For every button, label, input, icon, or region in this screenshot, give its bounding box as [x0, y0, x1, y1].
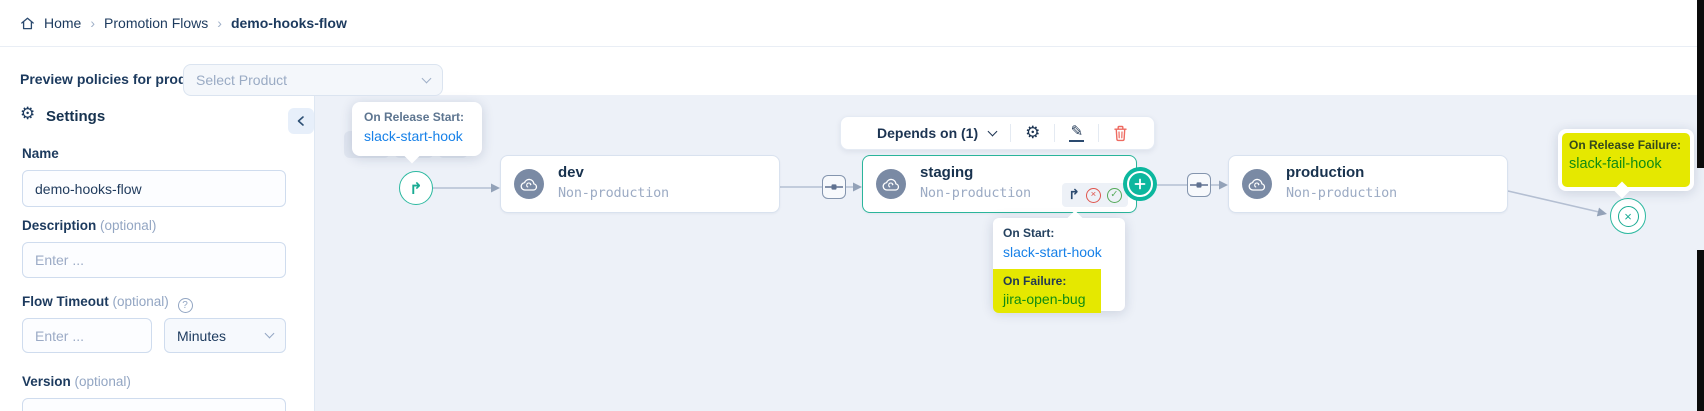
home-icon: [21, 17, 34, 29]
toolbar-divider: [1054, 124, 1056, 142]
failure-hook-highlight: On Failure: jira-open-bug: [993, 269, 1101, 313]
depends-on-dropdown[interactable]: Depends on (1): [877, 125, 979, 141]
on-failure-label: On Failure:: [1003, 274, 1067, 288]
name-field[interactable]: [22, 170, 286, 207]
staging-node-toolbar: Depends on (1) ⚙ ✎: [840, 116, 1155, 150]
breadcrumb-separator: ›: [90, 15, 96, 31]
node-settings-button[interactable]: ⚙: [1025, 122, 1041, 143]
cloud-env-icon: [514, 169, 544, 199]
node-title: production: [1286, 164, 1365, 181]
on-start-label: On Start:: [1003, 226, 1055, 240]
description-field[interactable]: [22, 242, 286, 278]
vertical-scrollbar[interactable]: [1697, 0, 1704, 168]
breadcrumb-home[interactable]: Home: [44, 15, 82, 31]
cloud-env-icon: [876, 169, 906, 199]
timeout-unit-value: Minutes: [177, 327, 227, 344]
tooltip-label: On Release Start:: [364, 110, 465, 124]
timeout-field[interactable]: [22, 318, 152, 353]
node-subtitle: Non-production: [1286, 185, 1397, 201]
breadcrumb-promotion-flows[interactable]: Promotion Flows: [104, 15, 209, 31]
product-select[interactable]: Select Product: [183, 64, 443, 96]
collapse-sidebar-button[interactable]: [288, 108, 314, 134]
version-field[interactable]: [22, 398, 286, 411]
timeout-unit-select[interactable]: Minutes: [164, 318, 286, 353]
plus-icon: [1127, 171, 1153, 197]
delete-node-button[interactable]: [1113, 125, 1128, 142]
promotion-policy-gate[interactable]: [822, 175, 846, 199]
breadcrumb: Home › Promotion Flows › demo-hooks-flow: [0, 0, 1704, 47]
vertical-scrollbar[interactable]: [1697, 250, 1704, 411]
gate-icon: [825, 184, 843, 190]
environment-node-dev[interactable]: dev Non-production: [500, 155, 780, 213]
chevron-down-icon: [264, 328, 275, 339]
slack-fail-hook-link[interactable]: slack-fail-hook: [1569, 156, 1662, 172]
flow-end-node[interactable]: ×: [1610, 198, 1646, 234]
add-environment-button[interactable]: [1123, 167, 1157, 201]
on-release-failure-label: On Release Failure:: [1569, 138, 1682, 152]
description-label: Description (optional): [22, 218, 157, 233]
release-start-tooltip: On Release Start: slack-start-hook: [352, 102, 482, 164]
slack-start-hook-link[interactable]: slack-start-hook: [1003, 244, 1102, 260]
success-hook-icon[interactable]: ✓: [1106, 187, 1122, 203]
failure-hook-icon[interactable]: ×: [1085, 187, 1101, 203]
toolbar-divider: [1010, 124, 1012, 142]
toolbar-divider: [1098, 124, 1100, 142]
node-subtitle: Non-production: [920, 185, 1031, 201]
promotion-policy-gate[interactable]: [1187, 173, 1211, 197]
breadcrumb-separator: ›: [217, 15, 222, 31]
node-subtitle: Non-production: [558, 185, 669, 201]
name-label: Name: [22, 146, 59, 161]
settings-panel: ⚙ Settings Name Description (optional) F…: [0, 95, 315, 411]
preview-policies-label: Preview policies for product:: [20, 71, 213, 87]
staging-hooks-tooltip: On Start: slack-start-hook On Failure: j…: [993, 210, 1125, 313]
flow-timeout-label: Flow Timeout (optional) ?: [22, 294, 193, 313]
help-icon[interactable]: ?: [177, 298, 193, 313]
version-label: Version (optional): [22, 374, 131, 389]
node-title: dev: [558, 164, 584, 181]
flow-start-node[interactable]: ↱: [399, 171, 433, 205]
pencil-icon: ✎: [1070, 122, 1084, 141]
environment-node-production[interactable]: production Non-production: [1228, 155, 1508, 213]
settings-title: Settings: [46, 108, 106, 125]
chevron-down-icon: [421, 73, 432, 83]
promote-hook-icon[interactable]: ↱: [1068, 187, 1080, 203]
gear-icon: ⚙: [20, 104, 36, 124]
circle-x-icon: ×: [1617, 205, 1639, 227]
breadcrumb-current-flow: demo-hooks-flow: [230, 15, 347, 31]
gate-icon: [1190, 182, 1208, 188]
slack-start-hook-link[interactable]: slack-start-hook: [364, 128, 463, 144]
edit-node-button[interactable]: ✎: [1069, 122, 1085, 142]
staging-hooks-tray: ↱ × ✓: [1062, 183, 1128, 207]
chevron-left-icon: [297, 116, 304, 126]
node-title: staging: [920, 164, 974, 181]
release-failure-highlight: On Release Failure: slack-fail-hook: [1562, 133, 1690, 187]
release-failure-tooltip: On Release Failure: slack-fail-hook: [1558, 129, 1694, 199]
product-select-placeholder: Select Product: [196, 72, 288, 88]
jira-open-bug-link[interactable]: jira-open-bug: [1003, 291, 1086, 307]
cloud-env-icon: [1242, 169, 1272, 199]
promote-arrow-icon: ↱: [409, 178, 423, 198]
chevron-down-icon[interactable]: [987, 126, 998, 136]
